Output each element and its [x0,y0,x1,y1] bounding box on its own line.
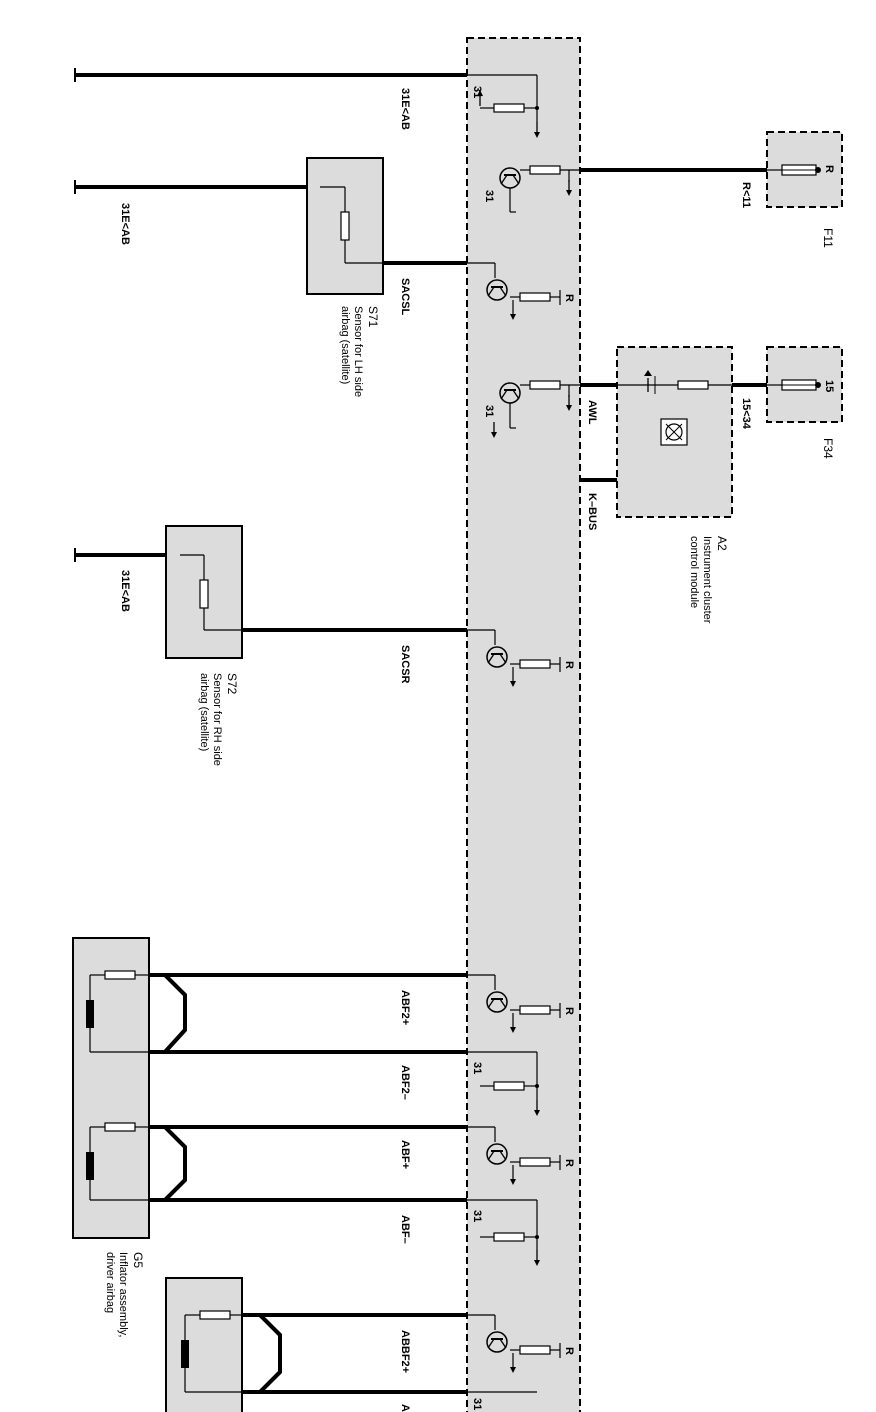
ground-label-2: 31E<AB [119,203,131,245]
inflator-2-box [165,1277,243,1412]
pin-31-abf: 31 [471,1210,483,1222]
ref-a2: A2 [715,536,729,551]
ref-f11: F11 [821,228,835,248]
pin-r-abf2: R [563,1007,575,1015]
pin-31-abf2: 31 [471,1062,483,1074]
ground-wire-3 [74,548,166,562]
inflator-2-wires [242,1313,467,1394]
desc-s71-line1: Sensor for LH side [352,306,364,397]
g5-wires [149,973,467,1202]
pin-31-awl: 31 [483,405,495,417]
ground-wire-1 [74,68,467,82]
circuit-ground-1 [467,74,541,139]
label-abbf2-plus: ABBF2+ [399,1330,411,1373]
circuit-abf-plus [467,1126,561,1185]
desc-a2-line2: control module [688,536,700,608]
sensor-s72-resistor [180,554,242,631]
label-abf-plus: ABF+ [399,1140,411,1169]
circuit-abf2-plus [467,974,561,1033]
pin-31-top: 31 [471,86,483,98]
g5-squib-2 [86,1122,149,1201]
desc-s72-line2: airbag (satellite) [198,673,210,751]
desc-s72-line1: Sensor for RH side [211,673,223,766]
label-abf2-minus: ABF2– [399,1065,411,1100]
inflator-2-squib [181,1310,242,1393]
label-sacsl: SACSL [399,278,411,316]
ref-g5: G5 [131,1252,145,1268]
control-module-box [466,37,581,1412]
pin-r-abbf2: R [563,1347,575,1355]
pin-31-r11: 31 [483,190,495,202]
circuit-abf-minus [467,1199,541,1267]
ground-label-3: 31E<AB [119,570,131,612]
circuit-sacsr [467,629,561,687]
fuse-f11-symbol [767,164,821,176]
circuit-sacsl [467,262,561,320]
label-abf2-plus: ABF2+ [399,990,411,1025]
pin-r-sacsr: R [563,661,575,669]
pin-r-sacsl: R [563,294,575,302]
label-awl: AWL [586,400,598,425]
pin-r11: R<11 [740,182,752,208]
circuit-abf2-minus [467,1051,541,1117]
warning-lamp-icon [660,418,688,446]
label-cut-a: A [399,1404,411,1412]
ground-label-1: 31E<AB [399,88,411,130]
desc-g5-line2: driver airbag [104,1252,116,1313]
ref-s72: S72 [225,673,239,695]
sensor-s71-resistor [320,186,383,264]
pin-15-f34: 15 [823,380,835,392]
label-sacsr: SACSR [399,645,411,684]
ref-s71: S71 [366,306,380,328]
ref-f34: F34 [821,438,835,459]
g5-squib-1 [86,970,149,1053]
desc-s71-line2: airbag (satellite) [339,306,351,384]
pin-31-bottom: 31 [471,1398,483,1410]
pin-1534: 15<34 [740,398,752,430]
label-kbus: K–BUS [586,493,598,530]
label-abf-minus: ABF– [399,1215,411,1244]
circuit-abbf2-plus [467,1314,561,1373]
pin-r-f11: R [823,165,835,173]
desc-a2-line1: Instrument cluster [701,536,713,624]
inflator-g5-box [72,937,150,1239]
desc-g5-line1: Inflator assembly, [117,1252,129,1337]
circuit-r11 [499,165,580,213]
circuit-awl [490,380,580,439]
fuse-f34-symbol [767,379,821,391]
a2-internal [617,370,732,394]
ground-wire-2 [74,180,307,194]
pin-r-abf: R [563,1159,575,1167]
